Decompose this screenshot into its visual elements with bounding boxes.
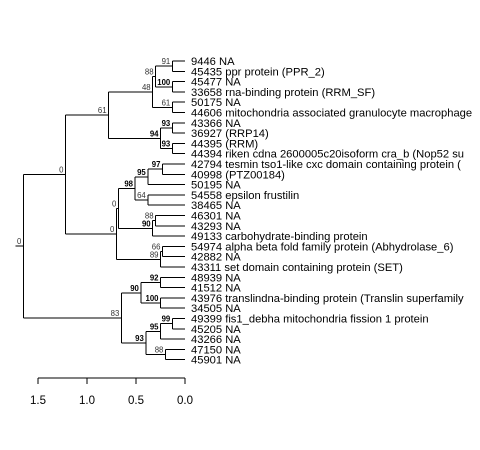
tree-branches bbox=[15, 60, 185, 361]
axis-tick-label: 0.0 bbox=[177, 395, 193, 407]
tip-label: 44394 riken cdna 2600005c20isoform cra_b… bbox=[191, 149, 464, 161]
support-value: 89 bbox=[150, 250, 159, 259]
tip-label: 36927 (RRP14) bbox=[191, 128, 269, 140]
tip-label: 45901 NA bbox=[191, 355, 241, 367]
tip-label: 47150 NA bbox=[191, 344, 241, 356]
support-value: 92 bbox=[150, 273, 159, 282]
tip-label: 41512 NA bbox=[191, 283, 241, 295]
support-value: 97 bbox=[152, 160, 161, 169]
support-value: 88 bbox=[145, 67, 154, 76]
support-value: 95 bbox=[150, 322, 159, 331]
tip-label: 43293 NA bbox=[191, 221, 241, 233]
support-value: 93 bbox=[135, 334, 144, 343]
tip-label: 43311 set domain containing protein (SET… bbox=[191, 262, 403, 274]
distance-axis: 1.5 1.0 0.5 0.0 bbox=[30, 377, 193, 407]
support-value: 0 bbox=[112, 199, 117, 208]
tip-label: 34505 NA bbox=[191, 303, 241, 315]
tip-label: 38465 NA bbox=[191, 200, 241, 212]
support-value: 93 bbox=[162, 119, 171, 128]
tip-label: 44395 (RRM) bbox=[191, 138, 258, 150]
tip-label: 42794 tesmin tso1-like cxc domain contai… bbox=[191, 159, 461, 171]
tip-label: 45435 ppr protein (PPR_2) bbox=[191, 66, 325, 78]
support-value: 99 bbox=[162, 315, 171, 324]
tip-label: 50175 NA bbox=[191, 97, 241, 109]
tip-label: 43366 NA bbox=[191, 118, 241, 130]
support-values: 9110088614893939461979564988890066890092… bbox=[17, 57, 171, 354]
support-value: 61 bbox=[98, 106, 107, 115]
tip-label: 46301 NA bbox=[191, 211, 241, 223]
support-value: 100 bbox=[145, 294, 159, 303]
support-value: 100 bbox=[157, 78, 171, 87]
tip-label: 43266 NA bbox=[191, 334, 241, 346]
tip-label: 9446 NA bbox=[191, 56, 235, 68]
support-value: 61 bbox=[162, 98, 171, 107]
support-value: 91 bbox=[162, 57, 171, 66]
support-value: 93 bbox=[162, 140, 171, 149]
support-value: 64 bbox=[137, 191, 146, 200]
tip-label: 33658 rna-binding protein (RRM_SF) bbox=[191, 87, 375, 99]
tip-label: 50195 NA bbox=[191, 180, 241, 192]
tip-label: 44606 mitochondria associated granulocyt… bbox=[191, 108, 472, 120]
tip-label: 54974 alpha beta fold family protein (Ab… bbox=[191, 241, 454, 253]
support-value: 98 bbox=[124, 179, 133, 188]
support-value: 48 bbox=[142, 83, 151, 92]
tip-label: 43976 translindna-binding protein (Trans… bbox=[191, 293, 464, 305]
tip-label: 49399 fis1_debha mitochondria fission 1 … bbox=[191, 314, 429, 326]
tip-label: 45205 NA bbox=[191, 324, 241, 336]
tip-label: 49133 carbohydrate-binding protein bbox=[191, 231, 368, 243]
support-value: 88 bbox=[155, 346, 164, 355]
tip-label: 42882 NA bbox=[191, 252, 241, 264]
support-value: 94 bbox=[150, 129, 159, 138]
support-value: 0 bbox=[110, 225, 115, 234]
tip-label: 54558 epsilon frustilin bbox=[191, 190, 299, 202]
support-value: 90 bbox=[142, 219, 151, 228]
tip-label: 45477 NA bbox=[191, 77, 241, 89]
tip-label: 40998 (PTZ00184) bbox=[191, 169, 285, 181]
support-value: 90 bbox=[130, 284, 139, 293]
support-value: 0 bbox=[59, 165, 64, 174]
support-value: 83 bbox=[111, 309, 120, 318]
support-value: 88 bbox=[145, 212, 154, 221]
support-value: 0 bbox=[17, 237, 22, 246]
support-value: 95 bbox=[137, 168, 146, 177]
tip-label: 48939 NA bbox=[191, 272, 241, 284]
support-value: 66 bbox=[152, 243, 161, 252]
axis-tick-label: 1.5 bbox=[30, 395, 46, 407]
axis-tick-label: 1.0 bbox=[79, 395, 95, 407]
axis-tick-label: 0.5 bbox=[128, 395, 144, 407]
